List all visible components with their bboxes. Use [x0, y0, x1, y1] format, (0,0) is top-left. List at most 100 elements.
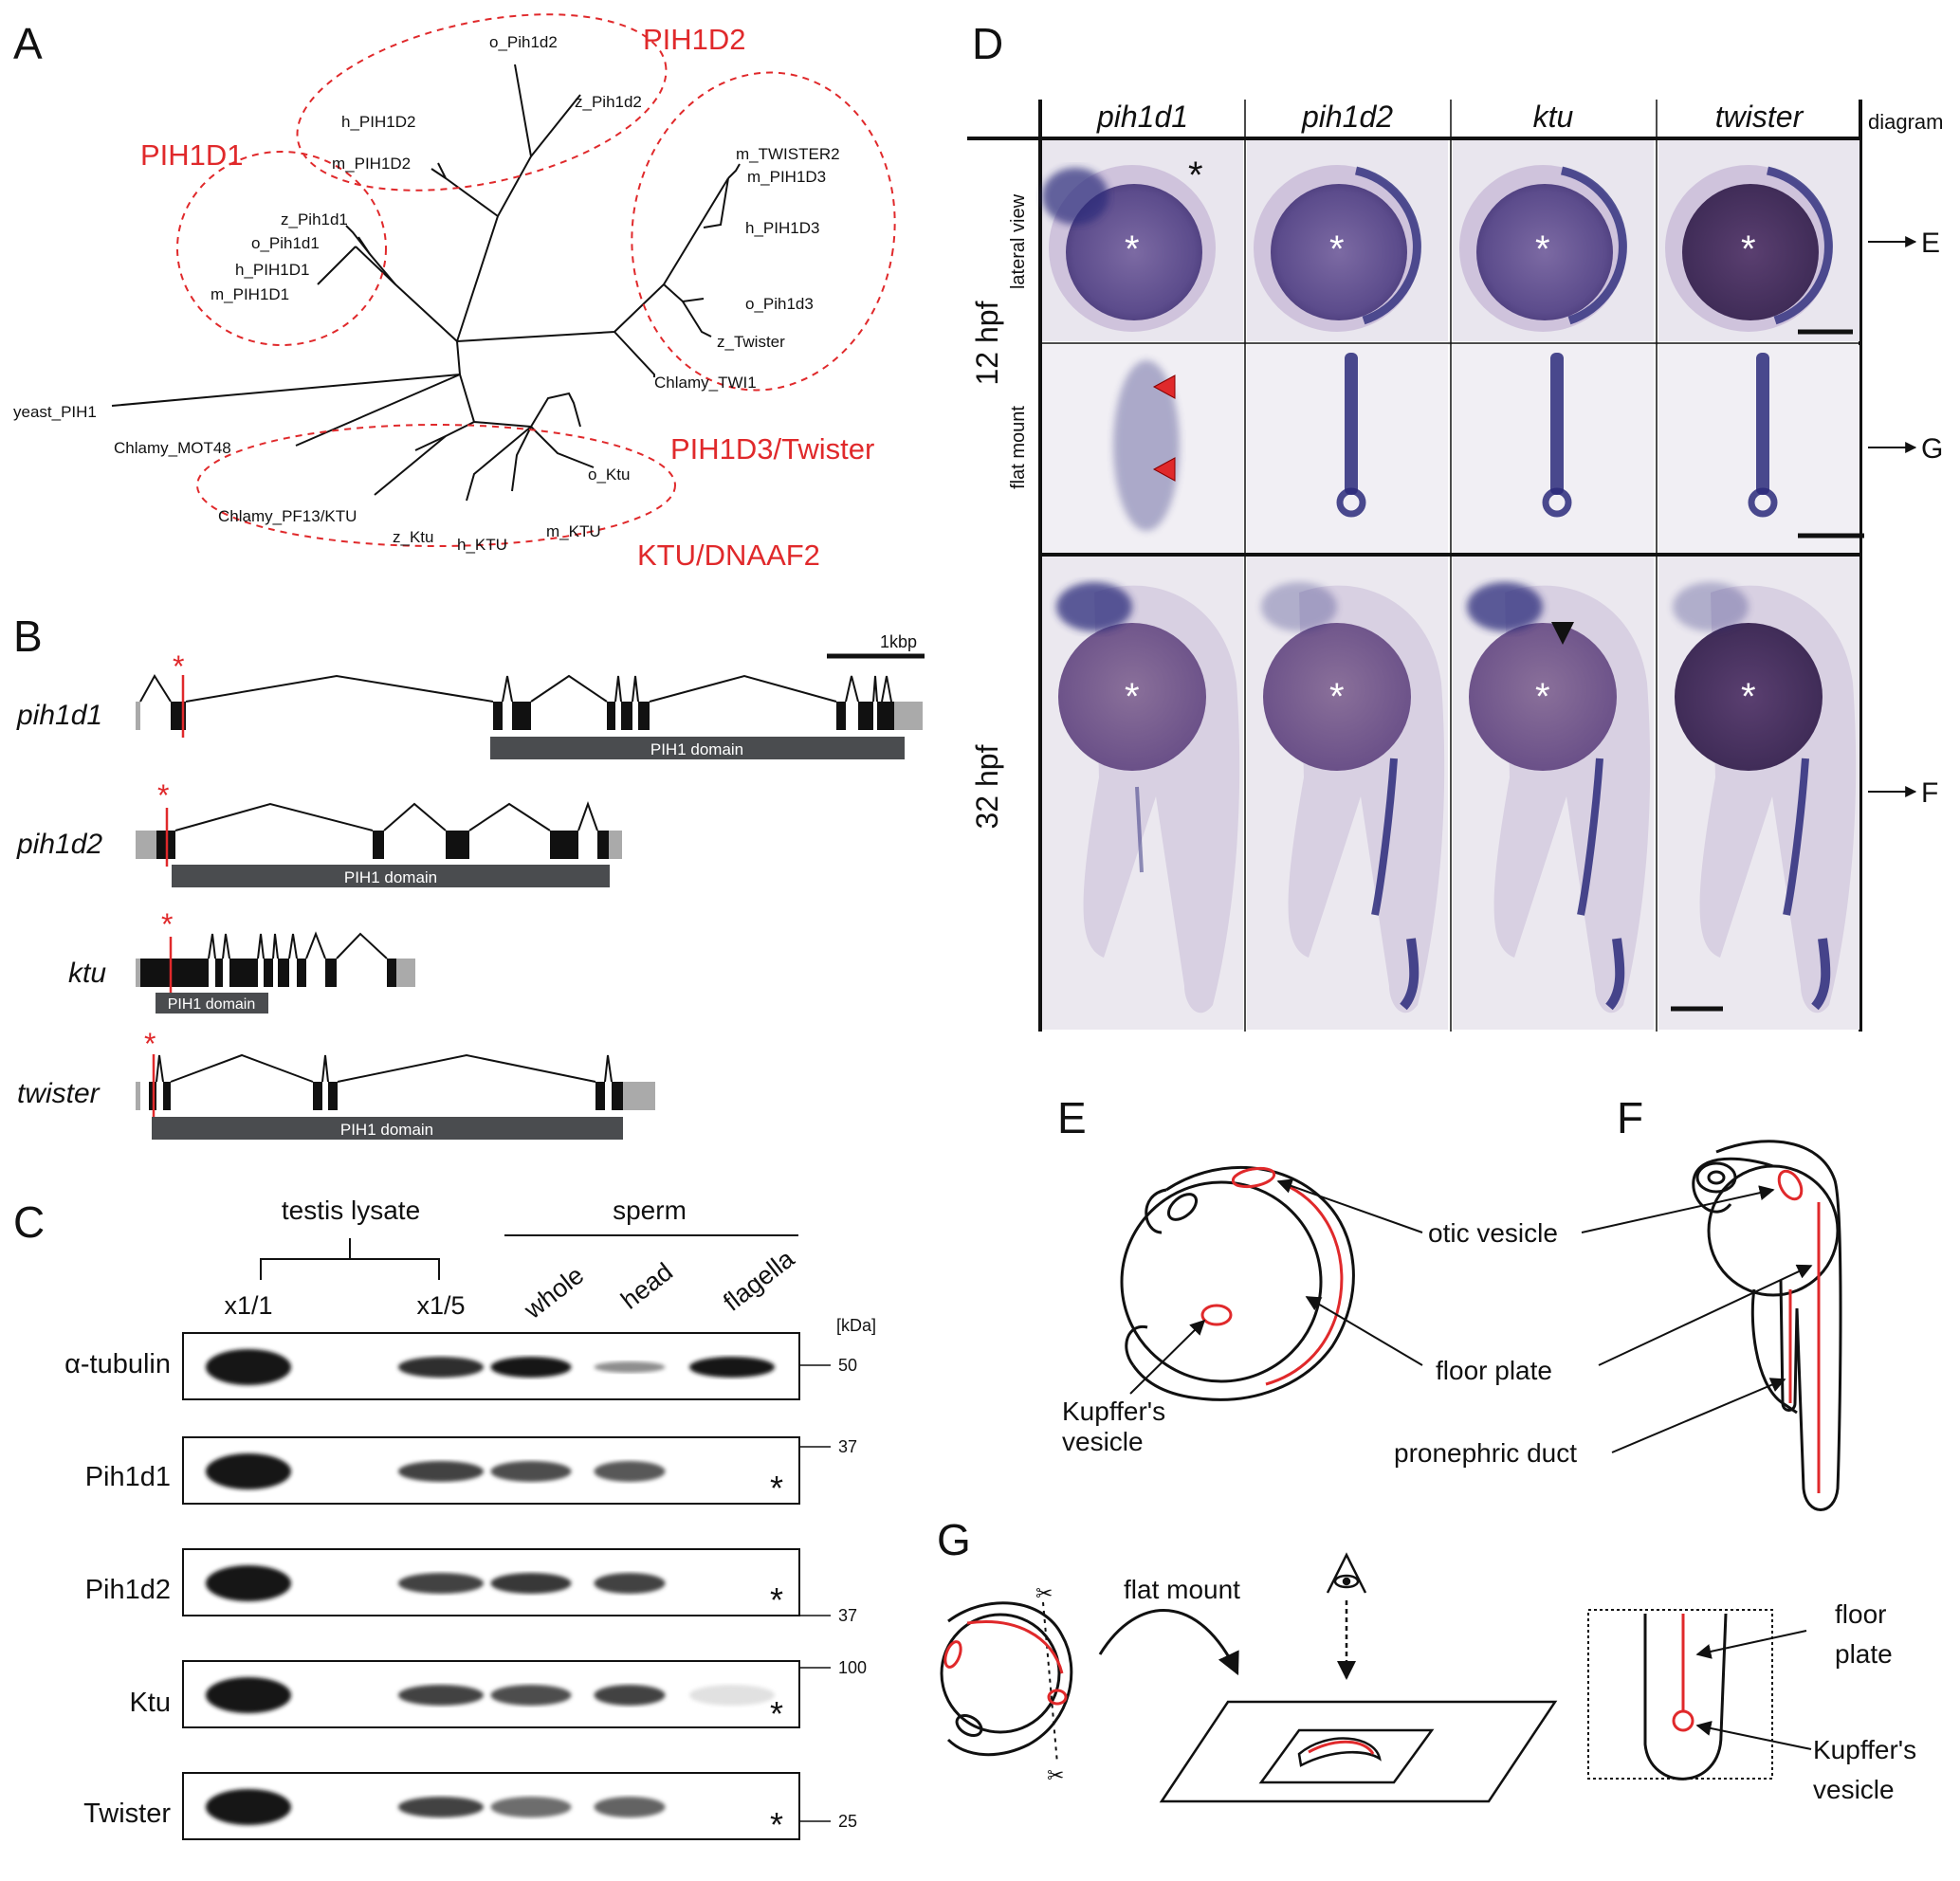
label-floor-plate: floor plate	[1436, 1356, 1552, 1385]
stage-32hpf: 32 hpf	[970, 744, 1004, 829]
leaf-h-ktu: h_KTU	[457, 536, 507, 554]
marker-100: 100	[838, 1658, 867, 1677]
flat-mount-arrow	[1098, 1609, 1239, 1676]
scale-bar-label: 1kbp	[880, 632, 917, 651]
blot-band	[206, 1789, 291, 1825]
leaf-h-pih1d2: h_PIH1D2	[341, 113, 415, 131]
floor-plate-stain	[1561, 166, 1627, 325]
yolk	[1263, 623, 1411, 771]
ish-grid	[967, 100, 1862, 1032]
yolk	[1469, 623, 1617, 771]
yolk-asterisk: *	[1125, 228, 1140, 270]
view-lateral: lateral view	[1008, 193, 1029, 289]
diagram-32hpf	[1692, 1140, 1842, 1511]
leaf-yeast-pih1: yeast_PIH1	[13, 403, 97, 421]
diagram-g-embryo	[940, 1601, 1073, 1764]
lane-label-2: x1/5	[416, 1291, 465, 1320]
blot-band	[398, 1461, 484, 1482]
phylogenetic-tree	[111, 64, 741, 502]
kda-label: [kDa]	[836, 1316, 876, 1335]
blot-band	[689, 1357, 775, 1378]
floor-plate-stain	[1756, 353, 1769, 495]
blot-band	[594, 1685, 666, 1706]
head-stain	[1042, 168, 1108, 225]
label-otic-vesicle: otic vesicle	[1428, 1218, 1558, 1248]
blot-band	[594, 1573, 666, 1594]
blot-band	[490, 1685, 572, 1706]
marker-50: 50	[838, 1356, 857, 1375]
gene-ktu: ktu * PIH1 domain	[68, 907, 415, 1014]
yolk-asterisk: *	[1535, 228, 1550, 270]
stage-12hpf: 12 hpf	[970, 301, 1004, 385]
leaf-o-pih1d1: o_Pih1d1	[251, 234, 320, 252]
blot-band	[206, 1349, 291, 1385]
blot-band	[398, 1357, 484, 1378]
nonspecific-mark-pih1d2: *	[770, 1580, 783, 1619]
leaf-m-twister2: m_TWISTER2	[736, 145, 840, 163]
head-stain	[1261, 582, 1337, 631]
leaf-m-pih1d3: m_PIH1D3	[747, 168, 826, 186]
leaf-m-pih1d1: m_PIH1D1	[211, 285, 289, 303]
yolk-asterisk: *	[1741, 676, 1756, 718]
weak-stain	[1135, 786, 1144, 873]
sperm-label: sperm	[613, 1196, 687, 1225]
marker-37-bottom: 37	[838, 1606, 857, 1625]
ish-headers: pih1d1 pih1d2 ktu twister diagram 12 hpf…	[970, 100, 1943, 829]
flat-mount-slide	[1159, 1700, 1558, 1803]
label-g-floor: floor	[1835, 1599, 1886, 1629]
tail-stain	[1811, 938, 1831, 1011]
gene-twister: twister * PIH1 domain	[17, 1027, 655, 1140]
yolk-asterisk: *	[1329, 676, 1345, 718]
yolk-asterisk: *	[1741, 228, 1756, 270]
ish-side-arrows: E G F	[1868, 228, 1943, 809]
leaf-z-pih1d1: z_Pih1d1	[281, 210, 348, 228]
lane-label-1: x1/1	[224, 1291, 272, 1320]
blot-row-label-tubulin: α-tubulin	[64, 1349, 171, 1379]
gene-name-pih1d1: pih1d1	[16, 700, 102, 731]
yolk	[1058, 623, 1206, 771]
leaf-h-pih1d1: h_PIH1D1	[235, 261, 309, 279]
floor-plate-stain	[1355, 166, 1421, 325]
ish-cells: *********	[1042, 140, 1864, 1030]
lane-label-5: flagella	[718, 1244, 800, 1317]
kupffer-vesicle-stain	[1542, 487, 1572, 518]
nonspecific-mark-twister: *	[770, 1805, 783, 1844]
col-header-pih1d1: pih1d1	[1096, 100, 1188, 134]
scissors-icon: ✂	[1035, 1581, 1053, 1605]
blot-band	[206, 1677, 291, 1713]
label-pronephric-duct: pronephric duct	[1394, 1438, 1577, 1468]
gene-pih1d1: pih1d1 * PIH1 domain	[16, 649, 923, 759]
label-kupffer-2: vesicle	[1062, 1427, 1144, 1456]
kupffer-vesicle-stain	[1748, 487, 1778, 518]
label-kupffer-1: Kupffer's	[1062, 1397, 1165, 1426]
floor-plate-stain	[1550, 353, 1564, 495]
head-asterisk: *	[1188, 155, 1203, 196]
panel-label-b: B	[13, 612, 43, 661]
nonspecific-mark-ktu: *	[770, 1694, 783, 1733]
yolk	[1066, 184, 1202, 320]
blot-row-label-twister: Twister	[83, 1799, 171, 1829]
gene-name-twister: twister	[17, 1078, 101, 1109]
group-label-pih1d1: PIH1D1	[140, 138, 244, 172]
yolk	[1476, 184, 1613, 320]
lane-label-4: head	[615, 1257, 678, 1315]
blot-band	[490, 1461, 572, 1482]
panel-label-f: F	[1617, 1093, 1643, 1142]
label-g-plate: plate	[1835, 1639, 1893, 1669]
mutation-site-pih1d1: *	[173, 649, 184, 684]
yolk-asterisk: *	[1329, 228, 1345, 270]
leaf-m-ktu: m_KTU	[546, 522, 601, 540]
blot-band	[490, 1573, 572, 1594]
yolk	[1675, 623, 1823, 771]
panel-label-a: A	[13, 19, 43, 68]
yolk-asterisk: *	[1535, 676, 1550, 718]
diagram-32hpf-red	[1777, 1169, 1821, 1493]
pronephric-duct-stain	[1371, 758, 1398, 916]
arrow-to-f: F	[1921, 777, 1938, 809]
leaf-chlamy-twi1: Chlamy_TWI1	[654, 374, 757, 392]
leaf-o-ktu: o_Ktu	[588, 466, 630, 484]
blot-row-label-pih1d2: Pih1d2	[85, 1575, 171, 1605]
flat-stain	[1113, 360, 1180, 531]
tree-labels: PIH1D2 PIH1D1 PIH1D3/Twister KTU/DNAAF2 …	[13, 23, 874, 572]
leaf-z-ktu: z_Ktu	[393, 528, 433, 546]
